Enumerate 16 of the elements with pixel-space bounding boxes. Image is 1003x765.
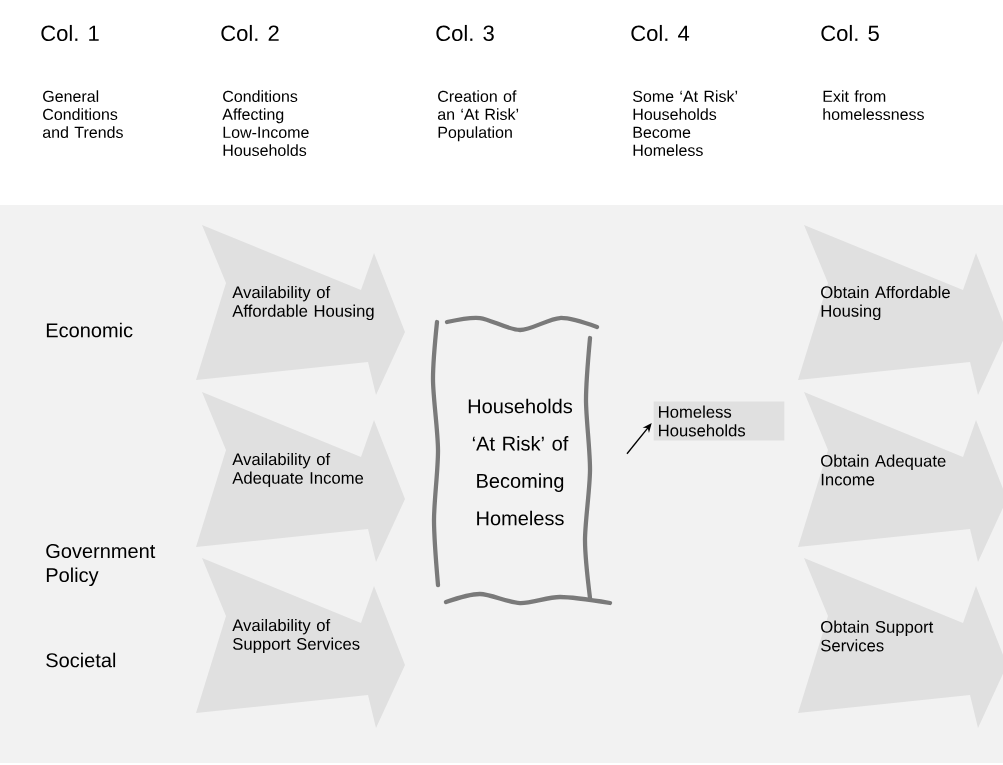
row-label: Government Policy	[46, 543, 156, 587]
column-description: Creation of an ‘At Risk’ Population	[437, 90, 519, 142]
arrow	[626, 423, 652, 455]
column-heading: Col. 2	[221, 24, 279, 42]
column-heading: Col. 4	[631, 24, 690, 42]
column-description: Conditions Affecting Low-Income Households	[222, 90, 309, 156]
row-label: Societal	[46, 652, 116, 668]
column-heading: Col. 1	[41, 24, 99, 42]
column-description: Some ‘At Risk’ Households Become Homeless	[633, 90, 738, 156]
column-heading: Col. 3	[436, 24, 494, 42]
column-description: General Conditions and Trends	[42, 90, 123, 138]
column-heading: Col. 5	[821, 24, 879, 42]
column-description: Exit from homelessness	[823, 90, 924, 120]
scroll-box: Households ‘At Risk’ of Becoming Homeless	[430, 315, 613, 606]
process-box: Homeless Households	[653, 401, 785, 441]
row-label: Economic	[46, 322, 133, 338]
